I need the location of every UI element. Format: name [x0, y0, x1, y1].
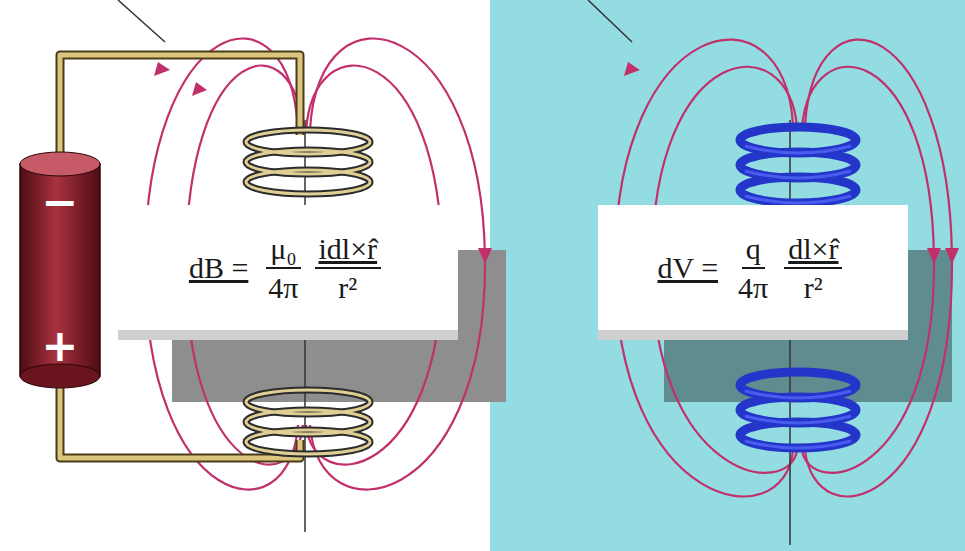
leader-line: [588, 0, 632, 42]
positive-terminal: +: [42, 324, 79, 368]
numerator: idl×r̂: [315, 232, 382, 269]
numerator: q: [742, 232, 765, 269]
formula-lhs: dV =: [658, 251, 719, 285]
denominator: r²: [800, 269, 827, 304]
formula-lhs: dB =: [189, 251, 248, 285]
leader-line: [118, 0, 165, 42]
battery: −+: [18, 150, 102, 390]
numerator: dl×r̂: [784, 232, 842, 269]
fraction: dl×r̂r²: [784, 232, 842, 304]
denominator: 4π: [734, 269, 772, 304]
denominator: r²: [334, 269, 361, 304]
formula: dV = q4π dl×r̂r²: [658, 232, 849, 304]
numerator: μ₀: [266, 232, 301, 269]
negative-terminal: −: [42, 180, 79, 224]
right-panel: [490, 0, 965, 551]
fraction: μ₀4π: [264, 232, 302, 304]
formula-plate: dV = q4π dl×r̂r²: [598, 205, 908, 340]
denominator: 4π: [264, 269, 302, 304]
fraction: idl×r̂r²: [315, 232, 382, 304]
left-panel: [0, 0, 490, 551]
formula-plate: dB = μ₀4π idl×r̂r²: [118, 205, 458, 340]
fraction: q4π: [734, 232, 772, 304]
formula: dB = μ₀4π idl×r̂r²: [189, 232, 387, 304]
